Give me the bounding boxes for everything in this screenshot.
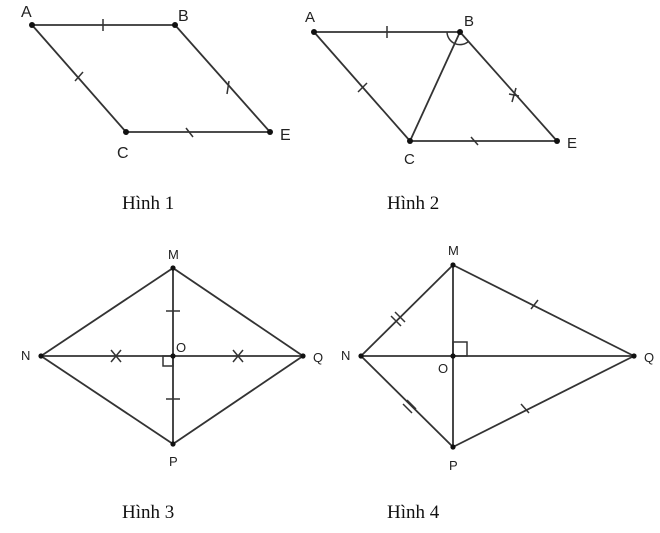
- label-e: E: [567, 135, 577, 152]
- equal-mark-oq-2: [232, 349, 244, 363]
- caption-figure-1: Hình 1: [122, 193, 174, 214]
- segment-ca: [31, 24, 127, 133]
- label-b: B: [178, 8, 189, 25]
- label-n: N: [21, 348, 30, 363]
- label-p: P: [169, 454, 178, 469]
- point-n: [358, 353, 364, 359]
- segment-mn: [40, 267, 174, 357]
- label-n: N: [341, 348, 350, 363]
- figure-1: A B C E Hình 1: [21, 4, 291, 214]
- point-e: [267, 129, 273, 135]
- caption-figure-2: Hình 2: [387, 193, 439, 214]
- point-a: [29, 22, 35, 28]
- point-o: [170, 353, 176, 359]
- label-e: E: [280, 127, 291, 144]
- label-a: A: [305, 9, 315, 26]
- point-b: [457, 29, 463, 35]
- right-angle-mark-o: [452, 341, 468, 357]
- point-p: [450, 444, 456, 450]
- segment-pn: [40, 355, 174, 445]
- point-n: [38, 353, 44, 359]
- angle-arc-b: [446, 31, 470, 46]
- equal-mark-mq: [530, 299, 539, 310]
- label-q: Q: [313, 350, 323, 365]
- segment-bc: [409, 31, 461, 142]
- point-p: [170, 441, 176, 447]
- equal-mark-ca: [357, 82, 368, 93]
- label-b: B: [464, 13, 474, 30]
- label-a: A: [21, 4, 32, 21]
- point-m: [170, 265, 176, 271]
- caption-figure-4: Hình 4: [387, 502, 440, 523]
- equal-mark-on-2: [110, 349, 122, 363]
- caption-figure-3: Hình 3: [122, 502, 174, 523]
- equal-mark-mn-1: [390, 315, 402, 327]
- point-q: [300, 353, 306, 359]
- label-o: O: [176, 340, 186, 355]
- segment-pn: [360, 355, 454, 448]
- point-m: [450, 262, 456, 268]
- label-m: M: [448, 243, 459, 258]
- equal-mark-ca: [74, 71, 84, 82]
- right-angle-mark-o: [162, 355, 174, 367]
- segment-pq: [172, 355, 304, 445]
- label-m: M: [168, 247, 179, 262]
- figure-3: M N O P Q Hình 3: [21, 247, 323, 523]
- equal-mark-pn-1: [402, 403, 413, 414]
- point-c: [407, 138, 413, 144]
- equal-mark-be-2: [511, 87, 517, 103]
- segment-pq: [452, 355, 635, 448]
- figure-2: A B C E Hình 2: [305, 9, 577, 214]
- segment-ca: [313, 31, 411, 142]
- point-a: [311, 29, 317, 35]
- equal-mark-mn-2: [394, 311, 406, 323]
- figure-4: M N O P Q Hình 4: [341, 243, 654, 523]
- equal-mark-pn-2: [406, 399, 417, 410]
- equal-mark-ec: [470, 136, 479, 146]
- segment-be: [459, 31, 558, 142]
- label-c: C: [404, 151, 415, 168]
- segment-mq: [172, 267, 304, 357]
- equal-mark-pq: [520, 403, 530, 414]
- point-o: [450, 353, 456, 359]
- segment-mn: [360, 264, 454, 357]
- equal-mark-ec: [185, 127, 194, 138]
- point-b: [172, 22, 178, 28]
- label-o: O: [438, 361, 448, 376]
- label-c: C: [117, 145, 129, 162]
- label-p: P: [449, 458, 458, 473]
- equal-mark-be: [226, 80, 230, 95]
- label-q: Q: [644, 350, 654, 365]
- point-c: [123, 129, 129, 135]
- point-q: [631, 353, 637, 359]
- segment-be: [174, 24, 271, 133]
- point-e: [554, 138, 560, 144]
- segment-mq: [452, 264, 635, 357]
